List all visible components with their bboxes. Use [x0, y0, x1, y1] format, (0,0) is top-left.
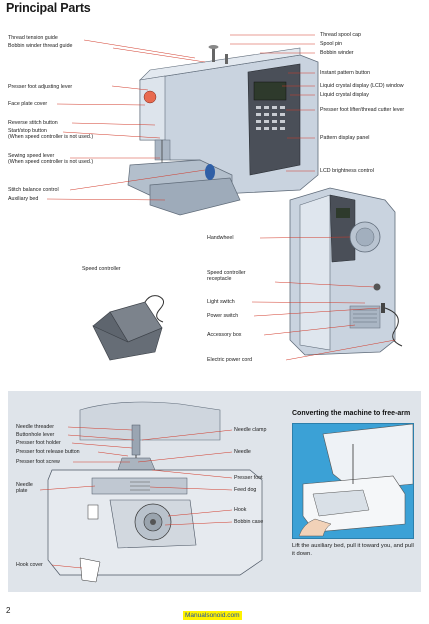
label-presser-foot-holder: Presser foot holder: [16, 440, 61, 446]
label-pattern-display-panel: Pattern display panel: [320, 135, 370, 141]
label-sewing-speed-lever: Sewing speed lever (When speed controlle…: [8, 153, 94, 165]
label-bobbin-case: Bobbin case: [234, 519, 264, 525]
page-title: Principal Parts: [6, 1, 91, 15]
free-arm-caption: Lift the auxiliary bed, pull it toward y…: [292, 543, 414, 557]
label-liquid-crystal-display: Liquid crystal display: [320, 92, 369, 98]
label-power-switch: Power switch: [207, 313, 239, 319]
label-buttonhole-lever: Buttonhole lever: [16, 432, 55, 438]
label-stitch-balance-control: Stitch balance control: [8, 187, 59, 193]
sewing-machine-side-illustration: [289, 187, 403, 356]
label-presser-foot-adjusting-lever: Presser foot adjusting lever: [8, 84, 73, 90]
page-number: 2: [6, 606, 11, 615]
sewing-machine-front-illustration: [127, 45, 319, 216]
label-needle-clamp: Needle clamp: [234, 427, 267, 433]
label-start-stop-button: Start/stop button (When speed controller…: [8, 128, 94, 140]
speed-controller-illustration: [92, 295, 164, 361]
label-presser-foot-lifter: Presser foot lifter/thread cutter lever: [320, 107, 405, 113]
watermark: Manualsonoid.com: [183, 611, 242, 620]
label-needle-threader: Needle threader: [16, 424, 54, 430]
label-spool-pin: Spool pin: [320, 41, 343, 47]
label-speed-controller-receptacle: Speed controller receptacle: [207, 270, 246, 282]
label-needle: Needle: [234, 449, 251, 455]
label-needle-plate: Needle plate: [16, 482, 33, 494]
label-electric-power-cord: Electric power cord: [207, 357, 253, 363]
leader-lines: [46, 34, 396, 361]
free-arm-drawing: [298, 424, 413, 537]
label-lcd-brightness-control: LCD brightness control: [320, 168, 374, 174]
label-reverse-stitch-button: Reverse stitch button: [8, 120, 58, 126]
free-arm-title: Converting the machine to free-arm: [292, 410, 411, 417]
label-presser-foot-screw: Presser foot screw: [16, 459, 60, 465]
label-hook-cover: Hook cover: [16, 562, 43, 568]
label-thread-tension-guide: Thread tension guide: [8, 35, 58, 41]
label-auxiliary-bed: Auxiliary bed: [8, 196, 39, 202]
label-handwheel: Handwheel: [207, 235, 234, 241]
free-arm-illustration: [292, 423, 414, 539]
label-face-plate-cover: Face plate cover: [8, 101, 48, 107]
label-bobbin-winder: Bobbin winder: [320, 50, 354, 56]
label-presser-foot-release-button: Presser foot release button: [16, 449, 80, 455]
label-accessory-box: Accessory box: [207, 332, 242, 338]
label-hook: Hook: [234, 507, 247, 513]
label-thread-spool-cap: Thread spool cap: [320, 32, 361, 38]
label-speed-controller: Speed controller: [82, 266, 121, 272]
label-feed-dog: Feed dog: [234, 487, 257, 493]
label-lcd-window: Liquid crystal display (LCD) window: [320, 83, 404, 89]
label-presser-foot: Presser foot: [234, 475, 263, 481]
label-light-switch: Light switch: [207, 299, 235, 305]
label-instant-pattern-button: Instant pattern button: [320, 70, 371, 76]
label-bobbin-winder-thread-guide: Bobbin winder thread guide: [8, 43, 73, 49]
